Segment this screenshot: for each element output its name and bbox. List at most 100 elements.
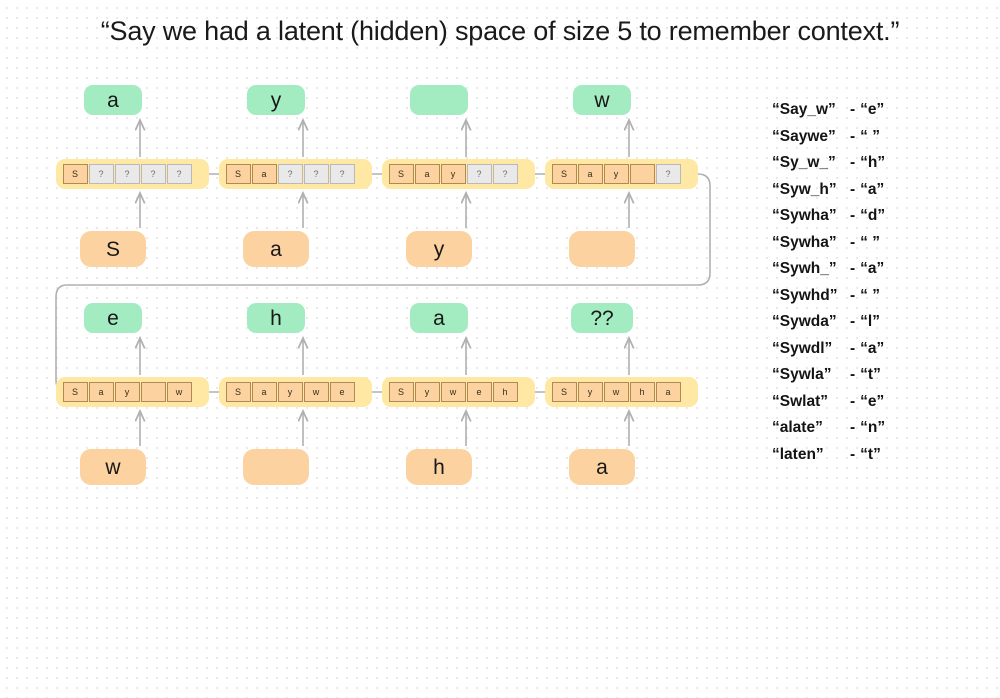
output-box bbox=[410, 85, 468, 115]
memory-strip: S y w h a bbox=[545, 377, 698, 407]
memory-strip: S ? ? ? ? bbox=[56, 159, 209, 189]
memory-cell bbox=[140, 382, 166, 402]
output-box: h bbox=[247, 303, 305, 333]
output-box: y bbox=[247, 85, 305, 115]
dash-separator: - bbox=[850, 286, 856, 304]
list-item: “Say_w”-“e” bbox=[772, 97, 987, 124]
memory-cell: w bbox=[603, 382, 629, 402]
rnn-step: a S y w e h h bbox=[382, 298, 552, 698]
memory-cell: S bbox=[62, 164, 88, 184]
input-box: S bbox=[80, 231, 146, 267]
next-char-text: “d” bbox=[860, 207, 886, 225]
list-item: “Saywe”-“ ” bbox=[772, 124, 987, 151]
input-box: a bbox=[243, 231, 309, 267]
next-char-text: “e” bbox=[860, 101, 885, 119]
context-text: “Saywe” bbox=[772, 127, 836, 145]
context-text: “Sywha” bbox=[772, 207, 837, 225]
rnn-step: w S a y ? bbox=[545, 80, 715, 480]
memory-cell: h bbox=[492, 382, 518, 402]
memory-cell: ? bbox=[140, 164, 166, 184]
memory-strip: S a y ? ? bbox=[382, 159, 535, 189]
output-box: ?? bbox=[571, 303, 633, 333]
next-char-text: “h” bbox=[860, 154, 886, 172]
memory-strip: S a ? ? ? bbox=[219, 159, 372, 189]
list-item: “Sywda”-“l” bbox=[772, 309, 987, 336]
rnn-step: ?? S y w h a a bbox=[545, 298, 715, 698]
context-text: “Sywda” bbox=[772, 313, 837, 331]
dash-separator: - bbox=[850, 445, 856, 463]
memory-cell: S bbox=[388, 382, 414, 402]
memory-cell: a bbox=[251, 382, 277, 402]
memory-cell: e bbox=[466, 382, 492, 402]
list-item: “Syw_h”-“a” bbox=[772, 177, 987, 204]
next-char-text: “l” bbox=[860, 313, 880, 331]
next-char-text: “a” bbox=[860, 180, 885, 198]
memory-cell: ? bbox=[277, 164, 303, 184]
rnn-step: a S ? ? ? ? S bbox=[56, 80, 226, 480]
context-prediction-list: “Say_w”-“e” “Saywe”-“ ” “Sy_w_”-“h” “Syw… bbox=[772, 97, 987, 468]
output-box: a bbox=[410, 303, 468, 333]
list-item: “Sywha”-“ ” bbox=[772, 230, 987, 257]
memory-cell: S bbox=[551, 164, 577, 184]
dash-separator: - bbox=[850, 154, 856, 172]
rnn-step: e S a y w w bbox=[56, 298, 226, 698]
memory-cell: ? bbox=[114, 164, 140, 184]
dash-separator: - bbox=[850, 180, 856, 198]
next-char-text: “t” bbox=[860, 445, 881, 463]
memory-cell: ? bbox=[303, 164, 329, 184]
memory-cell: y bbox=[277, 382, 303, 402]
memory-cell: y bbox=[577, 382, 603, 402]
next-char-text: “e” bbox=[860, 392, 885, 410]
memory-cell: a bbox=[655, 382, 681, 402]
memory-cell: w bbox=[166, 382, 192, 402]
dash-separator: - bbox=[850, 233, 856, 251]
next-char-text: “a” bbox=[860, 260, 885, 278]
context-text: “Sywhd” bbox=[772, 286, 838, 304]
memory-cell: S bbox=[388, 164, 414, 184]
memory-cell: y bbox=[414, 382, 440, 402]
memory-cell: a bbox=[577, 164, 603, 184]
next-char-text: “ ” bbox=[860, 286, 880, 304]
memory-cell: ? bbox=[492, 164, 518, 184]
memory-cell: S bbox=[225, 382, 251, 402]
input-box bbox=[569, 231, 635, 267]
memory-cell: w bbox=[303, 382, 329, 402]
context-text: “alate” bbox=[772, 419, 823, 437]
dash-separator: - bbox=[850, 207, 856, 225]
rnn-step: S a y ? ? y bbox=[382, 80, 552, 480]
memory-cell: y bbox=[440, 164, 466, 184]
context-text: “Swlat” bbox=[772, 392, 828, 410]
list-item: “Swlat” -“e” bbox=[772, 389, 987, 416]
memory-strip: S a y w bbox=[56, 377, 209, 407]
memory-cell: y bbox=[114, 382, 140, 402]
next-char-text: “a” bbox=[860, 339, 885, 357]
rnn-step: y S a ? ? ? a bbox=[219, 80, 389, 480]
rnn-unrolled-diagram: a S ? ? ? ? S y S a ? ? ? a S bbox=[55, 80, 715, 485]
memory-cell: ? bbox=[466, 164, 492, 184]
context-text: “Sywdl” bbox=[772, 339, 833, 357]
context-text: “Sy_w_” bbox=[772, 154, 836, 172]
input-box: h bbox=[406, 449, 472, 485]
dash-separator: - bbox=[850, 419, 856, 437]
memory-cell: S bbox=[225, 164, 251, 184]
memory-cell: S bbox=[551, 382, 577, 402]
dash-separator: - bbox=[850, 339, 856, 357]
output-box: w bbox=[573, 85, 631, 115]
dash-separator: - bbox=[850, 392, 856, 410]
memory-cell: ? bbox=[655, 164, 681, 184]
memory-cell: ? bbox=[329, 164, 355, 184]
page-title: “Say we had a latent (hidden) space of s… bbox=[100, 16, 900, 46]
context-text: “Syw_h” bbox=[772, 180, 837, 198]
list-item: “Sywhd”-“ ” bbox=[772, 283, 987, 310]
input-box: w bbox=[80, 449, 146, 485]
list-item: “Sywha”-“d” bbox=[772, 203, 987, 230]
context-text: “Say_w” bbox=[772, 101, 836, 119]
list-item: “alate”-“n” bbox=[772, 415, 987, 442]
dash-separator: - bbox=[850, 260, 856, 278]
memory-cell: ? bbox=[166, 164, 192, 184]
input-box: a bbox=[569, 449, 635, 485]
list-item: “laten”-“t” bbox=[772, 442, 987, 469]
slide-canvas: “Say we had a latent (hidden) space of s… bbox=[55, 16, 987, 485]
memory-cell: e bbox=[329, 382, 355, 402]
dash-separator: - bbox=[850, 101, 856, 119]
